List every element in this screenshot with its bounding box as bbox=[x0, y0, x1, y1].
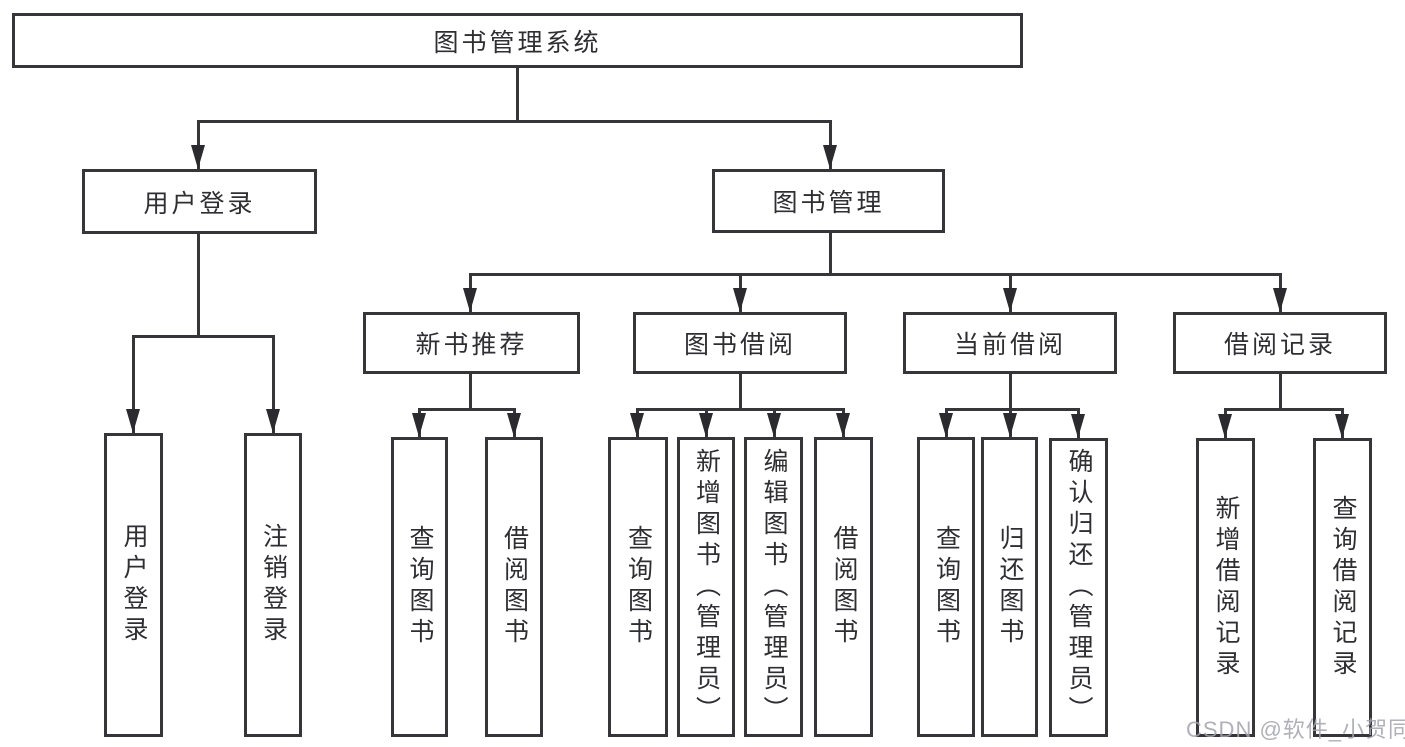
csdn-watermark: CSDN @软件_小贺同学 bbox=[1186, 717, 1405, 742]
leaf-borrow-books-borrowing: 借阅图书 bbox=[814, 437, 873, 737]
node-user-login: 用户登录 bbox=[82, 169, 317, 234]
leaf-query-books-recommend: 查询图书 bbox=[391, 437, 448, 737]
leaf-return-books: 归还图书 bbox=[981, 437, 1038, 737]
arrow-down-icon bbox=[1003, 288, 1017, 312]
arrow-down-icon bbox=[823, 145, 837, 169]
leaf-borrow-books-recommend: 借阅图书 bbox=[485, 437, 543, 737]
connector-borrowing-records-split bbox=[1224, 408, 1343, 411]
connector-book-management-split bbox=[469, 273, 1282, 276]
connector-to-book-management bbox=[829, 120, 832, 169]
leaf-add-borrow-record: 新增借阅记录 bbox=[1196, 438, 1255, 737]
connector-to-user-login bbox=[197, 120, 200, 169]
arrow-down-icon bbox=[836, 413, 850, 437]
arrow-down-icon bbox=[412, 413, 426, 437]
leaf-logout: 注销登录 bbox=[244, 433, 302, 737]
leaf-query-books-borrowing: 查询图书 bbox=[608, 437, 668, 737]
leaf-add-books-admin: 新增图书（管理员） bbox=[677, 437, 735, 737]
node-book-management: 图书管理 bbox=[712, 169, 945, 233]
arrow-down-icon bbox=[266, 409, 280, 433]
connector-new-book-stem bbox=[469, 374, 472, 410]
arrow-down-icon bbox=[463, 288, 477, 312]
connector-current-borrowing-stem bbox=[1009, 374, 1012, 410]
arrow-down-icon bbox=[1273, 288, 1287, 312]
connector-root-split bbox=[197, 120, 832, 123]
connector-book-management-stem bbox=[829, 233, 832, 275]
arrow-down-icon bbox=[1071, 414, 1085, 438]
leaf-edit-books-admin: 编辑图书（管理员） bbox=[744, 437, 803, 737]
connector-new-book-split bbox=[418, 408, 516, 411]
arrow-down-icon bbox=[507, 413, 521, 437]
connector-book-borrowing-split bbox=[636, 408, 844, 411]
leaf-confirm-return-admin: 确认归还（管理员） bbox=[1049, 438, 1108, 737]
leaf-query-books-current: 查询图书 bbox=[917, 437, 975, 737]
connector-current-borrowing-split bbox=[945, 408, 1079, 411]
connector-user-login-split bbox=[132, 335, 274, 338]
connector-root-stem bbox=[516, 68, 519, 122]
leaf-user-login: 用户登录 bbox=[104, 433, 163, 737]
arrow-down-icon bbox=[1335, 414, 1349, 438]
arrow-down-icon bbox=[699, 413, 713, 437]
arrow-down-icon bbox=[630, 413, 644, 437]
arrow-down-icon bbox=[191, 145, 205, 169]
node-library-management-system: 图书管理系统 bbox=[12, 13, 1023, 68]
node-new-book-recommendation: 新书推荐 bbox=[363, 312, 580, 374]
node-borrowing-records: 借阅记录 bbox=[1173, 312, 1387, 374]
connector-user-login-stem bbox=[197, 234, 200, 337]
connector-book-borrowing-stem bbox=[739, 374, 742, 410]
arrow-down-icon bbox=[733, 288, 747, 312]
node-current-borrowing: 当前借阅 bbox=[903, 312, 1117, 374]
leaf-query-borrow-record: 查询借阅记录 bbox=[1313, 438, 1372, 737]
connector-to-user-login-leaf bbox=[132, 335, 135, 433]
node-book-borrowing: 图书借阅 bbox=[633, 312, 847, 374]
arrow-down-icon bbox=[126, 409, 140, 433]
arrow-down-icon bbox=[767, 413, 781, 437]
arrow-down-icon bbox=[939, 413, 953, 437]
connector-borrowing-records-stem bbox=[1279, 374, 1282, 410]
connector-to-logout-leaf bbox=[272, 335, 275, 433]
arrow-down-icon bbox=[1003, 413, 1017, 437]
arrow-down-icon bbox=[1218, 414, 1232, 438]
